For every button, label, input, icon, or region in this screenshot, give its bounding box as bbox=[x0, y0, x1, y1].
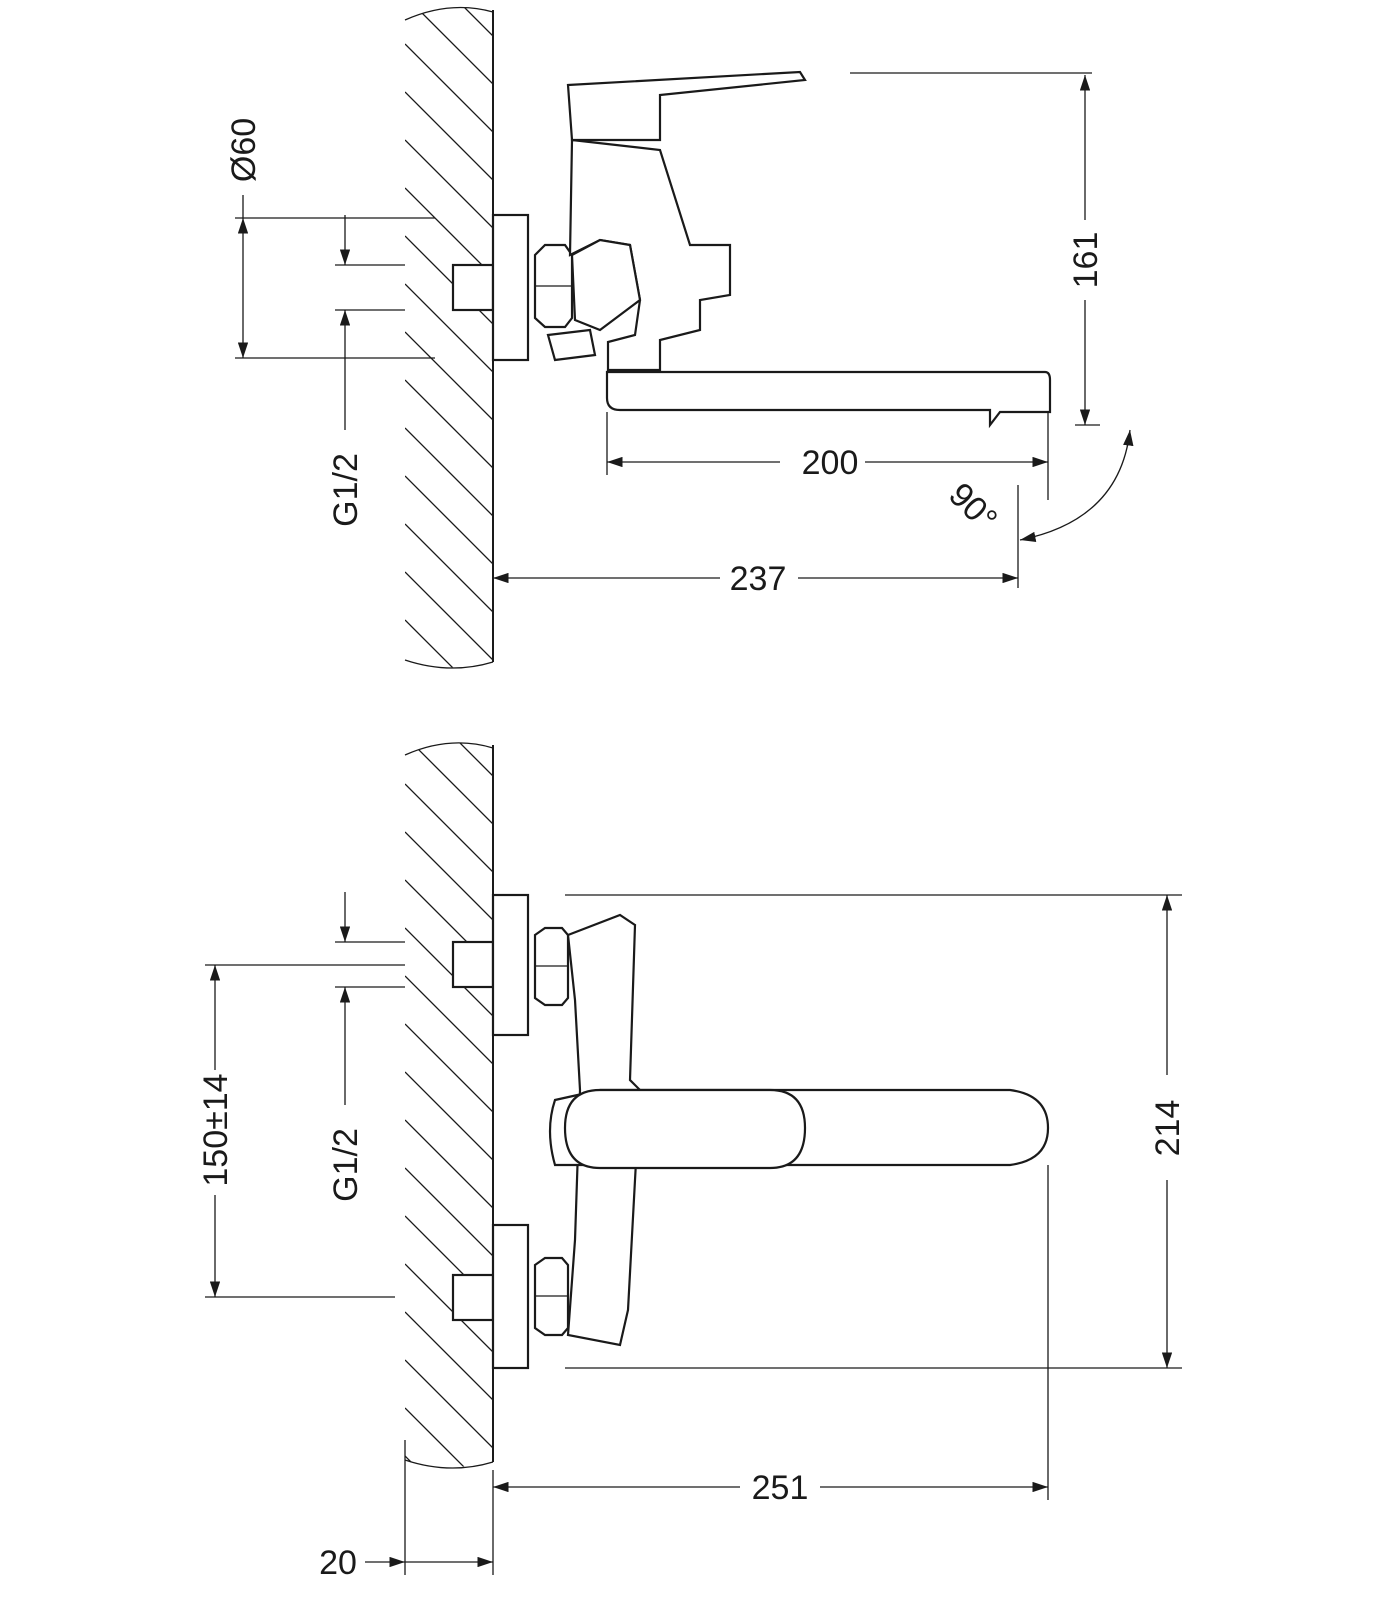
hatch-line bbox=[405, 139, 493, 229]
dimension-lines bbox=[235, 72, 1134, 588]
hatch-line bbox=[405, 427, 493, 517]
hatch-line bbox=[405, 571, 493, 661]
hatch-line bbox=[405, 1263, 493, 1353]
height-214-label: 214 bbox=[1149, 1100, 1187, 1157]
hatch-line bbox=[405, 716, 493, 804]
projection-237-label: 237 bbox=[730, 560, 787, 598]
hatch-line bbox=[405, 831, 493, 921]
hatch-line bbox=[405, 783, 493, 873]
hatch-line bbox=[405, 7, 493, 37]
hatch-line bbox=[405, 975, 493, 1065]
hatch-line bbox=[405, 283, 493, 373]
wall-offset-label: 20 bbox=[319, 1544, 357, 1582]
faucet-side bbox=[451, 70, 1052, 429]
hatch-line bbox=[405, 1167, 493, 1257]
hatch-line bbox=[405, 43, 493, 133]
wall-section bbox=[404, 640, 494, 1600]
hatch-line bbox=[405, 927, 493, 1017]
spout-length-label: 200 bbox=[802, 444, 859, 482]
hatch-line bbox=[405, 1455, 493, 1468]
height-161-label: 161 bbox=[1067, 232, 1105, 289]
hatch-line bbox=[405, 7, 493, 85]
hatch-line bbox=[405, 523, 493, 613]
hatch-line bbox=[405, 640, 493, 728]
hatch-line bbox=[405, 742, 493, 825]
hatch-line bbox=[405, 619, 493, 668]
hatch-line bbox=[405, 1119, 493, 1209]
hatch-line bbox=[405, 379, 493, 469]
hatch-line bbox=[405, 1311, 493, 1401]
centers-label: 150±14 bbox=[197, 1073, 235, 1186]
thread-label-top: G1/2 bbox=[327, 453, 365, 527]
flange-diameter-label: Ø60 bbox=[225, 118, 263, 182]
hatch-line bbox=[405, 1359, 493, 1449]
swivel-angle-label: 90° bbox=[941, 476, 1004, 539]
hatch-line bbox=[405, 1407, 493, 1468]
hatch-line bbox=[405, 1023, 493, 1113]
hatch-line bbox=[405, 1552, 493, 1600]
hatch-line bbox=[405, 764, 493, 852]
hatch-line bbox=[405, 475, 493, 565]
hatch-line bbox=[405, 742, 493, 777]
projection-251-label: 251 bbox=[752, 1469, 809, 1507]
hatch-line bbox=[405, 1071, 493, 1161]
hatch-line bbox=[405, 331, 493, 421]
hatch-line bbox=[405, 91, 493, 181]
hatch-line bbox=[405, 187, 493, 277]
bottom-view: 150±14 G1/2 214 251 20 bbox=[197, 640, 1187, 1600]
hatch-line bbox=[405, 1504, 493, 1592]
wall-section bbox=[404, 6, 494, 852]
dimension-lines bbox=[205, 892, 1182, 1575]
top-view: Ø60 G1/2 161 200 90° 237 bbox=[225, 6, 1134, 852]
thread-label-bottom: G1/2 bbox=[327, 1128, 365, 1202]
faucet-front bbox=[451, 893, 1050, 1370]
